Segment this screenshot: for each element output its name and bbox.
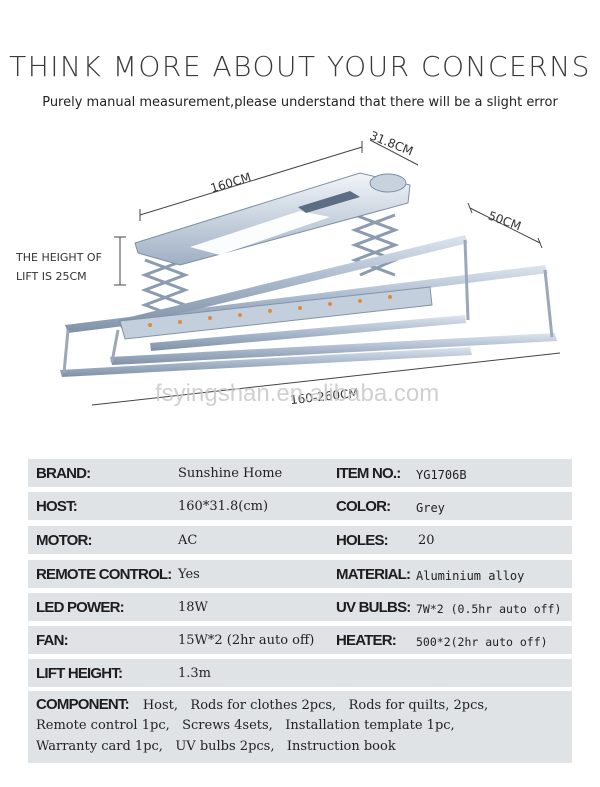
spec-label: HOLES: [336,532,389,549]
component-text-1: Host, Rods for clothes 2pcs, Rods for qu… [142,698,489,713]
spec-label: BRAND: [36,465,91,482]
spec-label: LIFT HEIGHT: [36,665,123,682]
spec-row-remote: REMOTE CONTROL: Yes MATERIAL: Aluminium … [28,560,572,588]
component-line-3: Warranty card 1pc, UV bulbs 2pcs, Instru… [36,739,396,754]
spec-value: 160*31.8(cm) [178,499,269,514]
spec-value: Grey [416,501,445,515]
spec-row-brand: BRAND: Sunshine Home ITEM NO.: YG1706B [28,459,572,487]
spec-value: 15W*2 (2hr auto off) [178,633,315,648]
rod-supports [62,239,554,374]
spec-label: REMOTE CONTROL: [36,566,172,583]
spec-label: ITEM NO.: [336,465,401,482]
spec-value: 7W*2 (0.5hr auto off) [416,602,562,616]
spec-row-fan: FAN: 15W*2 (2hr auto off) HEATER: 500*2(… [28,626,572,654]
spec-value: YG1706B [416,468,467,482]
spec-label: UV BULBS: [336,599,411,616]
spec-value: AC [178,533,198,548]
spec-row-lift: LIFT HEIGHT: 1.3m [28,659,572,687]
component-list: COMPONENT: Host, Rods for clothes 2pcs, R… [28,691,572,763]
component-line-2: Remote control 1pc, Screws 4sets, Instal… [36,718,455,733]
spec-value: Aluminium alloy [416,569,525,583]
spec-row-motor: MOTOR: AC HOLES: 20 [28,526,572,554]
component-label: COMPONENT: [36,696,130,713]
spec-value: 18W [178,600,208,615]
page-title: THINK MORE ABOUT YOUR CONCERNS [9,50,591,83]
spec-label: COLOR: [336,498,391,515]
dim-rod-label: 50CM [486,209,523,234]
dim-length-label: 160CM [209,170,253,196]
spec-label: LED POWER: [36,599,125,616]
dim-lift-label-2: LIFT IS 25CM [16,270,87,283]
component-line-1: COMPONENT: Host, Rods for clothes 2pcs, R… [36,696,488,713]
spec-row-host: HOST: 160*31.8(cm) COLOR: Grey [28,492,572,520]
spec-value: Yes [178,567,200,582]
spec-value: 20 [418,533,435,548]
product-drawing: 160CM 31.8CM 50CM THE HEIGHT OF LIFT IS … [15,128,561,407]
dimension-lines [91,139,561,406]
spec-label: MATERIAL: [336,566,411,583]
spec-label: HEATER: [336,632,397,649]
host-unit [134,172,411,266]
spec-value: 1.3m [178,666,212,681]
spec-label: MOTOR: [36,532,93,549]
watermark: fsyingshan.en.alibaba.com [155,380,439,407]
spec-label: FAN: [36,632,69,649]
drying-rods [60,235,557,377]
page-subtitle: Purely manual measurement,please underst… [42,95,558,110]
dim-lift-label-1: THE HEIGHT OF [15,251,102,264]
dim-depth-label: 31.8CM [368,128,415,158]
spec-value: 500*2(2hr auto off) [416,635,548,649]
spec-label: HOST: [36,498,78,515]
spec-value: Sunshine Home [178,466,283,481]
spec-row-led: LED POWER: 18W UV BULBS: 7W*2 (0.5hr aut… [28,593,572,621]
